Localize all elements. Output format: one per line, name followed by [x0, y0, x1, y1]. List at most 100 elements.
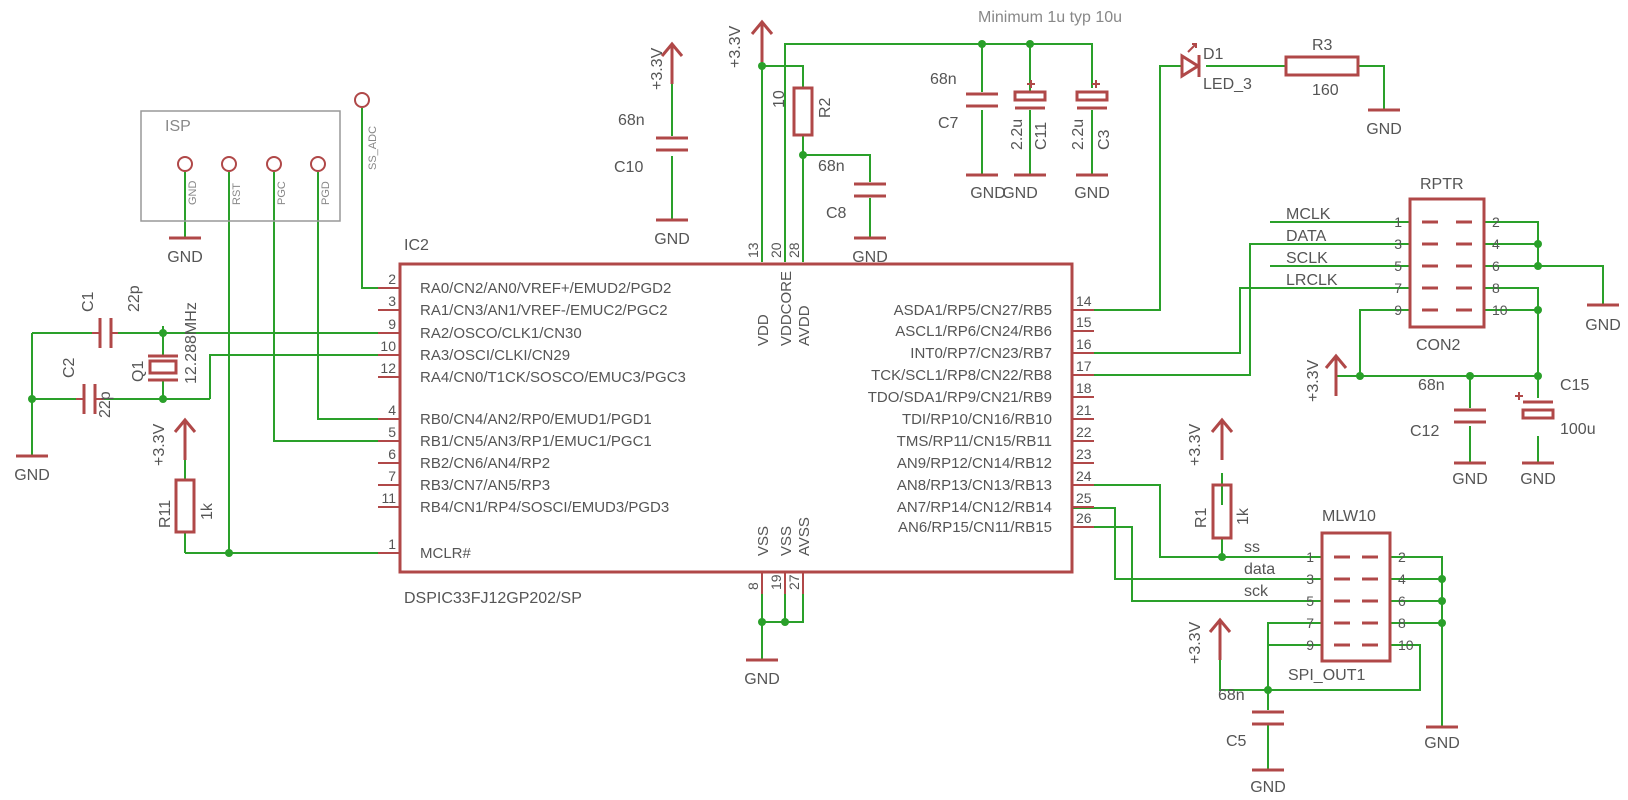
- ic-pin-number: 27: [786, 574, 802, 590]
- ic-pin-name: RA1/CN3/AN1/VREF-/EMUC2/PGC2: [420, 302, 668, 319]
- header-pin-number: 7: [1394, 280, 1402, 296]
- ic-pin-name: RA4/CN0/T1CK/SOSCO/EMUC3/PGC3: [420, 369, 686, 386]
- c5-value: 68n: [1218, 687, 1245, 704]
- c8-value: 68n: [818, 158, 845, 175]
- c12-name: C12: [1410, 423, 1439, 440]
- ground-label: GND: [167, 249, 203, 266]
- ic-pin-name: RB0/CN4/AN2/RP0/EMUD1/PGD1: [420, 411, 652, 428]
- ic-pin-name: RA0/CN2/AN0/VREF+/EMUD2/PGD2: [420, 280, 671, 297]
- ground-label: GND: [1002, 185, 1038, 202]
- ic-pin-number: 24: [1076, 468, 1092, 484]
- ic-pin-name: AVDD: [796, 305, 813, 346]
- c2-value: 22p: [97, 391, 114, 418]
- ic-pin-number: 7: [388, 468, 396, 484]
- c10-value: 68n: [618, 112, 645, 129]
- crystal-q1: Q1 12.288MHz: [130, 302, 200, 384]
- c12-value: 68n: [1418, 377, 1445, 394]
- ic-pin-number: 15: [1076, 314, 1092, 330]
- supply-arrow: [1210, 417, 1234, 433]
- ic-pin-number: 6: [388, 446, 396, 462]
- supply-label: +3.3V: [1187, 621, 1204, 664]
- ic-pin-name: MCLR#: [420, 545, 472, 562]
- mlw-body: [1320, 531, 1392, 663]
- capacitor-c7: 68n C7: [930, 71, 998, 132]
- ground-label: GND: [1520, 471, 1556, 488]
- isp-pad-pgd: [310, 156, 326, 172]
- isp-pin-label: GND: [187, 181, 199, 206]
- ic-name: IC2: [404, 237, 429, 254]
- capacitor-c15: C15 100u: [1515, 377, 1596, 438]
- ic-pin-name: AVSS: [796, 517, 813, 556]
- resistor-r3: R3 160: [1284, 37, 1360, 99]
- ground-label: GND: [744, 671, 780, 688]
- rptr-signal: DATA: [1286, 228, 1327, 245]
- r11-name: R11: [157, 500, 174, 528]
- ic-pin-name: VDDCORE: [778, 271, 795, 346]
- ic-pin-name: VSS: [778, 526, 795, 556]
- ic-pin-number: 2: [388, 271, 396, 287]
- header-pin-number: 7: [1306, 615, 1314, 631]
- mlw-signal: sck: [1244, 583, 1269, 600]
- c7-value: 68n: [930, 71, 957, 88]
- ic-pin-name: INT0/RP7/CN23/RB7: [910, 345, 1052, 362]
- header-pin-number: 2: [1398, 549, 1406, 565]
- ic-pin-name: VDD: [755, 314, 772, 346]
- ss-adc-label: SS_ADC: [367, 126, 379, 170]
- ground-label: GND: [1074, 185, 1110, 202]
- c5-name: C5: [1226, 733, 1247, 750]
- ic-pin-number: 5: [388, 424, 396, 440]
- ground-label: GND: [14, 467, 50, 484]
- header-pin-number: 1: [1306, 549, 1314, 565]
- connector-mlw10: MLW10 SPI_OUT1 ss data sck: [1244, 508, 1392, 684]
- ic-pin-number: 26: [1076, 510, 1092, 526]
- r1-value: 1k: [1235, 507, 1252, 525]
- isp-connector: ISP GND RST PGC PGD SS_ADC: [140, 92, 379, 222]
- q1-name: Q1: [130, 361, 147, 382]
- led-d1: D1 LED_3: [1180, 43, 1252, 93]
- rptr-body: [1408, 197, 1486, 329]
- mlw-part: SPI_OUT1: [1288, 667, 1365, 684]
- ic-pin-name: RB3/CN7/AN5/RP3: [420, 477, 550, 494]
- ic-pin-number: 17: [1076, 358, 1092, 374]
- ground-label: GND: [654, 231, 690, 248]
- c11-value: 2.2u: [1009, 119, 1026, 150]
- capacitor-c8: 68n C8: [818, 158, 886, 222]
- isp-pin-label: RST: [231, 183, 243, 205]
- ground-label: GND: [1366, 121, 1402, 138]
- r2-name: R2: [817, 97, 834, 118]
- ic-pin-number: 19: [768, 574, 784, 590]
- ic-pin-name: AN7/RP14/CN12/RB14: [897, 499, 1052, 516]
- ic-pin-number: 13: [745, 242, 761, 258]
- ic-part: DSPIC33FJ12GP202/SP: [404, 590, 582, 607]
- rptr-signal: LRCLK: [1286, 272, 1338, 289]
- header-pin-number: 5: [1394, 258, 1402, 274]
- ic-pin-name: RA2/OSCO/CLK1/CN30: [420, 325, 582, 342]
- ic-pin-number: 21: [1076, 402, 1092, 418]
- rptr-signal: MCLK: [1286, 206, 1331, 223]
- ic-pin-name: RB2/CN6/AN4/RP2: [420, 455, 550, 472]
- supply-label: +3.3V: [1305, 359, 1322, 402]
- supply-label: +3.3V: [1187, 423, 1204, 466]
- decoupling-note: Minimum 1u typ 10u: [978, 9, 1122, 26]
- c7-name: C7: [938, 115, 959, 132]
- r2-value: 10: [771, 90, 788, 108]
- ic-pin-name: TDI/RP10/CN16/RB10: [902, 411, 1052, 428]
- capacitor-c5: 68n C5: [1218, 687, 1284, 750]
- header-pin-number: 9: [1394, 302, 1402, 318]
- d1-value: LED_3: [1203, 76, 1252, 93]
- supply-arrow: [660, 41, 684, 57]
- header-pin-number: 4: [1398, 571, 1406, 587]
- ic-pin-number: 10: [380, 338, 396, 354]
- ic-pin-number: 14: [1076, 293, 1092, 309]
- resistor-r2: 10 R2: [771, 86, 834, 137]
- capacitor-c11: 2.2u C11: [1009, 80, 1050, 150]
- r11-value: 1k: [199, 502, 216, 520]
- header-pin-number: 6: [1398, 593, 1406, 609]
- ic-pin-name: VSS: [755, 526, 772, 556]
- isp-pad-rst: [221, 156, 237, 172]
- ic-pin-name: AN8/RP13/CN13/RB13: [897, 477, 1052, 494]
- mlw-signal: data: [1244, 561, 1275, 578]
- ic-pin-name: AN6/RP15/CN11/RB15: [898, 519, 1052, 536]
